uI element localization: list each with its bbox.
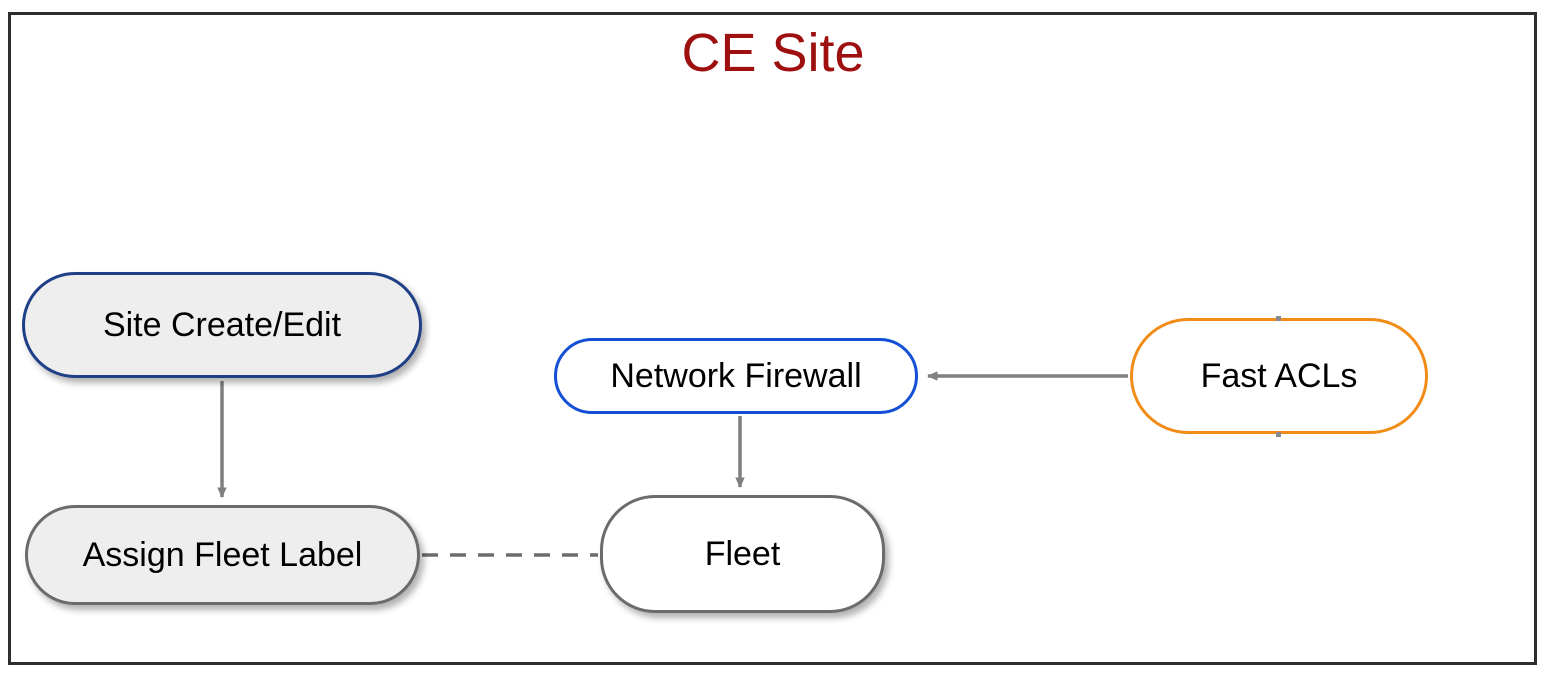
node-assign-fleet-label-label: Assign Fleet Label: [82, 535, 363, 574]
node-site-create-edit[interactable]: Site Create/Edit: [22, 272, 422, 378]
selection-handle-bottom[interactable]: [1276, 432, 1281, 437]
node-network-firewall[interactable]: Network Firewall: [554, 338, 918, 414]
node-fleet[interactable]: Fleet: [600, 495, 885, 613]
node-site-create-edit-label: Site Create/Edit: [102, 305, 342, 344]
selection-handle-top[interactable]: [1276, 316, 1281, 321]
node-network-firewall-label: Network Firewall: [610, 356, 862, 395]
node-fast-acls-label: Fast ACLs: [1200, 356, 1358, 395]
page-title: CE Site: [681, 23, 865, 83]
node-fleet-label: Fleet: [704, 534, 781, 573]
node-fast-acls[interactable]: Fast ACLs: [1130, 318, 1428, 434]
node-assign-fleet-label[interactable]: Assign Fleet Label: [25, 505, 420, 605]
diagram-frame: [8, 12, 1537, 665]
